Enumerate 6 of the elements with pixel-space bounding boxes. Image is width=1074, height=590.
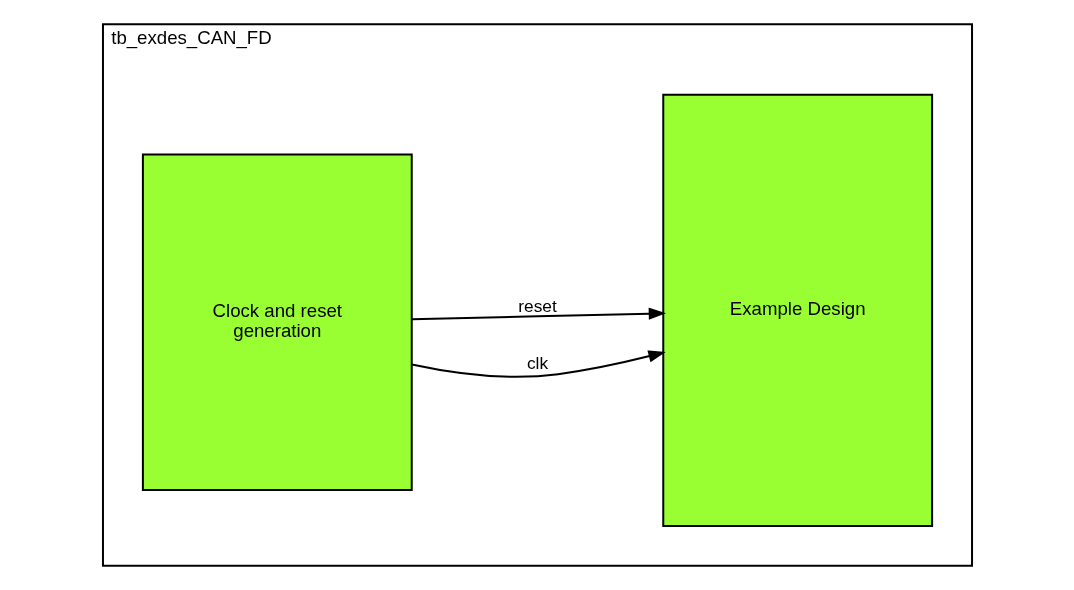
node-box: Clock and reset generation (141, 153, 413, 491)
arrow (410, 350, 666, 378)
edge-label: reset (517, 296, 557, 317)
edge-label: clk (526, 353, 548, 374)
node-box: Example Design (661, 93, 933, 527)
arrow (410, 307, 666, 321)
